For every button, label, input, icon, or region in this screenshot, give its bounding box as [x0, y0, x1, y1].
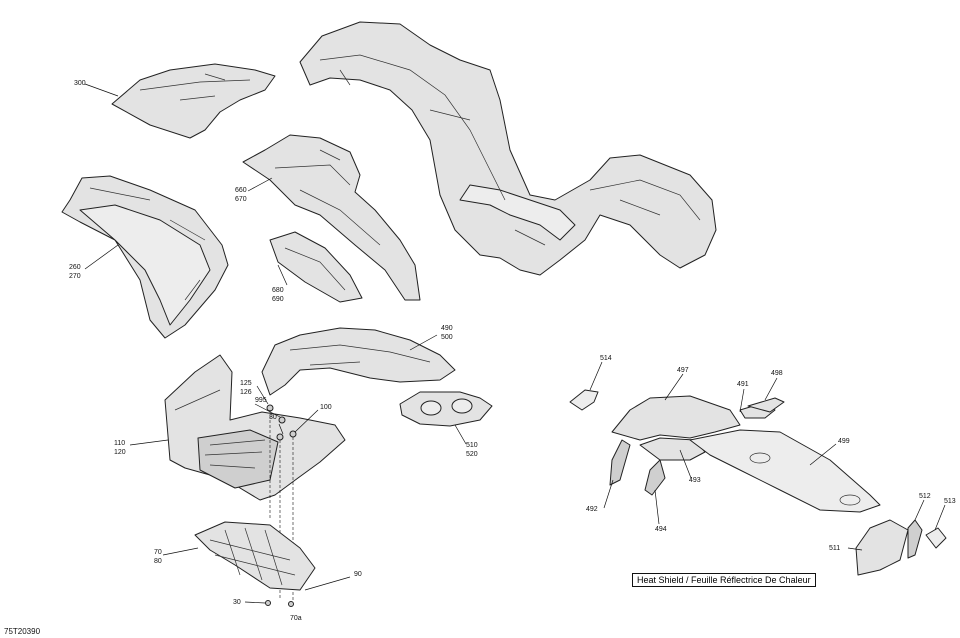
callout-492: 492: [586, 506, 598, 513]
part-660-panel: [242, 134, 421, 301]
callout-270: 270: [69, 273, 81, 280]
callout-512: 512: [919, 493, 931, 500]
callout-500: 500: [441, 334, 453, 341]
fasteners: [254, 385, 319, 600]
part-main-body: [299, 21, 717, 276]
part-110-body: [129, 354, 346, 501]
callout-126: 126: [240, 389, 252, 396]
callout-494: 494: [655, 526, 667, 533]
callout-514: 514: [600, 355, 612, 362]
part-514-disc: [569, 361, 603, 411]
callout-513: 513: [944, 498, 956, 505]
callout-70: 70: [154, 549, 162, 556]
callout-499: 499: [838, 438, 850, 445]
callout-90: 90: [354, 571, 362, 578]
callout-30-lower: 30: [233, 599, 241, 606]
part-490-fender: [261, 327, 456, 396]
diagram-reference-number: 75T20390: [4, 627, 41, 636]
callout-100: 100: [320, 404, 332, 411]
callout-300: 300: [74, 80, 86, 87]
callout-125: 125: [240, 380, 252, 387]
callout-30-upper: 30: [269, 414, 277, 421]
callout-260: 260: [69, 264, 81, 271]
callout-690: 690: [272, 296, 284, 303]
callout-660: 660: [235, 187, 247, 194]
callout-498: 498: [771, 370, 783, 377]
part-510-grill: [399, 391, 493, 445]
callout-491: 491: [737, 381, 749, 388]
part-300-cover: [84, 63, 276, 139]
callout-680: 680: [272, 287, 284, 294]
heat-shield-caption: Heat Shield / Feuille Réflectrice De Cha…: [632, 573, 816, 587]
callout-510: 510: [466, 442, 478, 449]
callout-120: 120: [114, 449, 126, 456]
callout-520: 520: [466, 451, 478, 458]
callout-70a: 70a: [290, 615, 302, 622]
part-680-fairing: [269, 231, 363, 303]
callout-497: 497: [677, 367, 689, 374]
part-70-rack: [162, 521, 351, 607]
callout-995: 995: [255, 397, 267, 404]
callout-493: 493: [689, 477, 701, 484]
callout-670: 670: [235, 196, 247, 203]
callout-110: 110: [114, 440, 126, 447]
callout-490: 490: [441, 325, 453, 332]
callout-511: 511: [829, 545, 841, 552]
part-260-fender: [61, 175, 229, 339]
callout-80: 80: [154, 558, 162, 565]
heat-shield-group: [603, 373, 947, 576]
